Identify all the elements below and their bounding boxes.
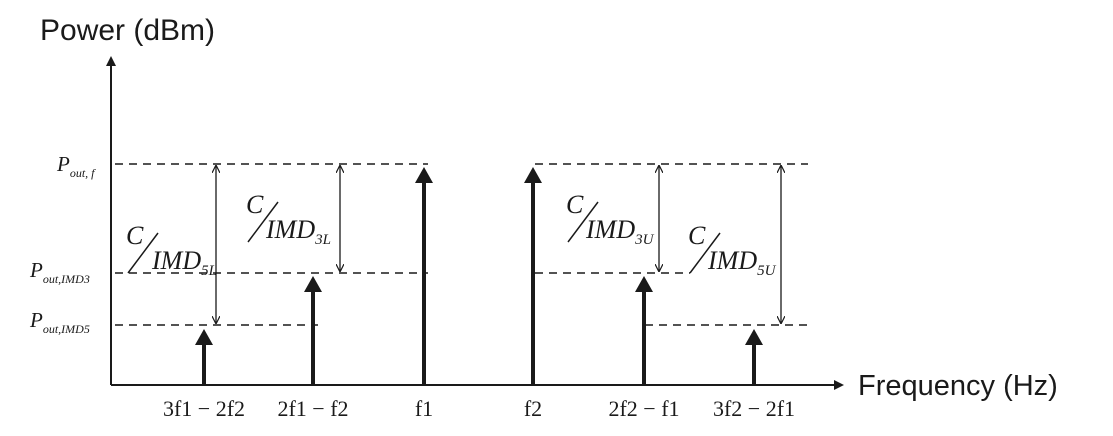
level-label-imd3: Pout,IMD3 (29, 258, 90, 286)
svg-text:C: C (246, 190, 264, 219)
svg-text:C: C (566, 190, 584, 219)
svg-text:IMD3U: IMD3U (585, 215, 655, 248)
tone-label-2f1-f2: 2f1 − f2 (277, 396, 348, 421)
y-axis-label: Power (dBm) (40, 14, 215, 47)
tone-label-3f2-2f1: 3f2 − 2f1 (713, 396, 795, 421)
tone-label-f2: f2 (524, 396, 542, 421)
svg-text:IMD5U: IMD5U (707, 246, 777, 279)
tone-label-3f1-2f2: 3f1 − 2f2 (163, 396, 245, 421)
svg-text:C: C (688, 221, 706, 250)
level-label-fundamental: Pout, f (56, 152, 96, 180)
svg-text:IMD3L: IMD3L (265, 215, 331, 248)
tone-label-2f2-f1: 2f2 − f1 (608, 396, 679, 421)
level-label-imd5: Pout,IMD5 (29, 308, 90, 336)
svg-text:IMD5L: IMD5L (151, 246, 217, 279)
tone-label-f1: f1 (415, 396, 433, 421)
ratio-label-3U: C IMD3U (566, 190, 655, 248)
svg-text:C: C (126, 221, 144, 250)
ratio-label-5L: C IMD5L (126, 221, 217, 279)
x-axis-label: Frequency (Hz) (858, 370, 1058, 402)
ratio-label-5U: C IMD5U (688, 221, 777, 279)
ratio-label-3L: C IMD3L (246, 190, 331, 248)
